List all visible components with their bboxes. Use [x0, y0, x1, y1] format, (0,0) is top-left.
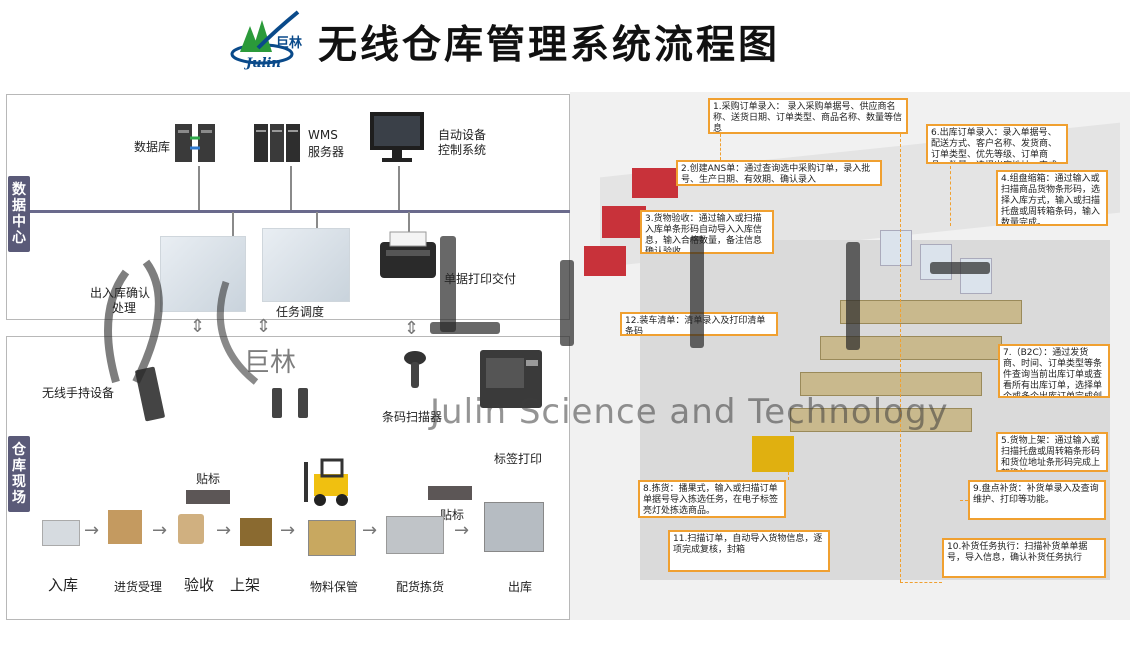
watermark-brush-stroke: [690, 236, 704, 348]
tag-label-2: 贴标: [440, 508, 465, 522]
flow-step-label: 验收: [184, 576, 215, 594]
logo-tree-icon: [230, 10, 300, 65]
company-logo: [228, 8, 300, 70]
wms-connector: [290, 166, 292, 210]
flow-step-label: 物料保管: [310, 580, 359, 594]
office-photo-dispatch: [262, 228, 350, 302]
label-sticker-1: [186, 490, 230, 504]
truck-icon: [584, 246, 626, 276]
wms-label-line2: 服务器: [308, 145, 345, 159]
database-icon: [172, 122, 218, 164]
logo-chinese-text: 巨林: [276, 36, 303, 51]
leader-line: [900, 582, 942, 583]
confirm-connector: [232, 212, 234, 236]
print-connector: [408, 212, 410, 232]
leader-line: [950, 166, 951, 226]
flow-step-label: 配货拣货: [396, 580, 445, 594]
flow-arrow-icon: →: [280, 520, 296, 541]
auto-connector: [398, 166, 400, 210]
note-9: 9.盘点补货：补货单录入及查询维护、打印等功能。: [968, 480, 1106, 520]
dispatch-connector: [316, 212, 318, 230]
handheld-label: 无线手持设备: [42, 386, 115, 400]
note-5: 5.货物上架：通过输入或扫描托盘或周转箱条形码和货位地址条形码完成上架确认。: [996, 432, 1108, 472]
watermark-brush-stroke: [440, 236, 456, 332]
picking-icon: [386, 516, 444, 554]
network-bus-line: [30, 210, 570, 213]
flow-arrow-icon: →: [362, 520, 378, 541]
wms-server-icon: [252, 120, 304, 166]
note-10: 10.补货任务执行：扫描补货单单据号，导入信息，确认补货任务执行: [942, 538, 1106, 578]
boxes-icon: [108, 510, 142, 544]
note-8: 8.拣货：播果式，输入或扫描订单单据号导入拣选任务，在电子标签亮灯处拣选商品。: [638, 480, 786, 518]
truck-icon: [602, 206, 646, 238]
tag-label-1: 贴标: [196, 472, 221, 486]
note-2: 2.创建ANS单：通过查询选中采购订单，录入批号、生产日期、有效期、确认录入: [676, 160, 882, 186]
forklift-icon: [752, 436, 794, 472]
inspection-icon: [178, 514, 204, 544]
up-down-arrow-icon: ⇕: [256, 316, 272, 337]
monitor-icon: [368, 110, 426, 166]
data-center-label: 数据中心: [8, 176, 30, 252]
leader-line: [960, 500, 968, 501]
radio-icon: [298, 388, 308, 418]
watermark-brush-stroke: [560, 260, 574, 346]
radio-icon: [272, 388, 282, 418]
watermark-text: Julin Science and Technology: [430, 392, 949, 432]
up-down-arrow-icon: ⇕: [190, 316, 206, 337]
storage-rack-row: [840, 300, 1022, 324]
flow-step-label: 出库: [508, 580, 533, 594]
workstation-icon: [880, 230, 912, 266]
note-3: 3.货物验收：通过输入或扫描入库单条形码自动导入入库信息，输入合格数量，备注信息…: [640, 210, 774, 254]
logo-english-text: Julin: [246, 56, 281, 71]
task-dispatch-label: 任务调度: [276, 305, 325, 319]
truck-inbound-icon: [42, 520, 80, 546]
leader-line: [788, 472, 789, 480]
flow-step-label: 进货受理: [114, 580, 163, 594]
db-connector: [198, 166, 200, 210]
flow-arrow-icon: →: [216, 520, 232, 541]
storage-rack-row: [790, 408, 972, 432]
barcode-scanner-icon: [402, 350, 428, 390]
office-photo-confirm: [160, 236, 246, 312]
barcode-scanner-label: 条码扫描器: [382, 410, 443, 424]
flow-arrow-icon: →: [454, 520, 470, 541]
leader-line: [900, 134, 901, 582]
label-sticker-2: [428, 486, 472, 500]
flow-arrow-icon: →: [84, 520, 100, 541]
note-11: 11.扫描订单，自动导入货物信息，逐项完成复核，封箱: [668, 530, 830, 572]
storage-rack-row: [800, 372, 982, 396]
leader-line: [720, 134, 721, 160]
label-printer-icon: [478, 348, 544, 410]
flow-step-label: 入库: [48, 576, 79, 594]
note-7: 7.（B2C）：通过发货商、时间、订单类型等条件查询当前出库订单或查看所有出库订…: [998, 344, 1110, 398]
loading-dock-icon: [484, 502, 544, 552]
warehouse-site-panel: [6, 336, 570, 620]
forklift-icon: [300, 458, 356, 508]
note-6: 6.出库订单录入：录入单据号、配送方式、客户名称、发货商、订单类型、优先等级、订…: [926, 124, 1068, 164]
storage-rack-icon: [308, 520, 356, 556]
watermark-logo-text: 巨林: [244, 348, 297, 378]
flow-arrow-icon: →: [152, 520, 168, 541]
warehouse-site-label: 仓库现场: [8, 436, 30, 512]
shelving-icon: [240, 518, 272, 546]
label-print-label: 标签打印: [494, 452, 543, 466]
truck-icon: [632, 168, 678, 198]
receipt-print-label: 单据打印交付: [444, 272, 517, 286]
wms-label-line1: WMS: [308, 128, 338, 142]
receipt-printer-icon: [376, 228, 440, 284]
auto-device-label-line2: 控制系统: [438, 143, 487, 157]
auto-device-label-line1: 自动设备: [438, 128, 487, 142]
note-1: 1.采购订单录入： 录入采购单据号、供应商名称、送货日期、订单类型、商品名称、数…: [708, 98, 908, 134]
watermark-brush-stroke: [846, 242, 860, 350]
watermark-brush-stroke: [430, 322, 500, 334]
database-label: 数据库: [134, 140, 171, 154]
up-down-arrow-icon: ⇕: [404, 318, 420, 339]
watermark-brush-stroke: [930, 262, 990, 274]
flow-step-label: 上架: [230, 576, 261, 594]
note-4: 4.组盘缩箱：通过输入或扫描商品货物条形码，选择入库方式，输入或扫描托盘或周转箱…: [996, 170, 1108, 226]
inbound-confirm-label-line2: 处理: [112, 301, 137, 315]
page-title: 无线仓库管理系统流程图: [318, 23, 781, 68]
